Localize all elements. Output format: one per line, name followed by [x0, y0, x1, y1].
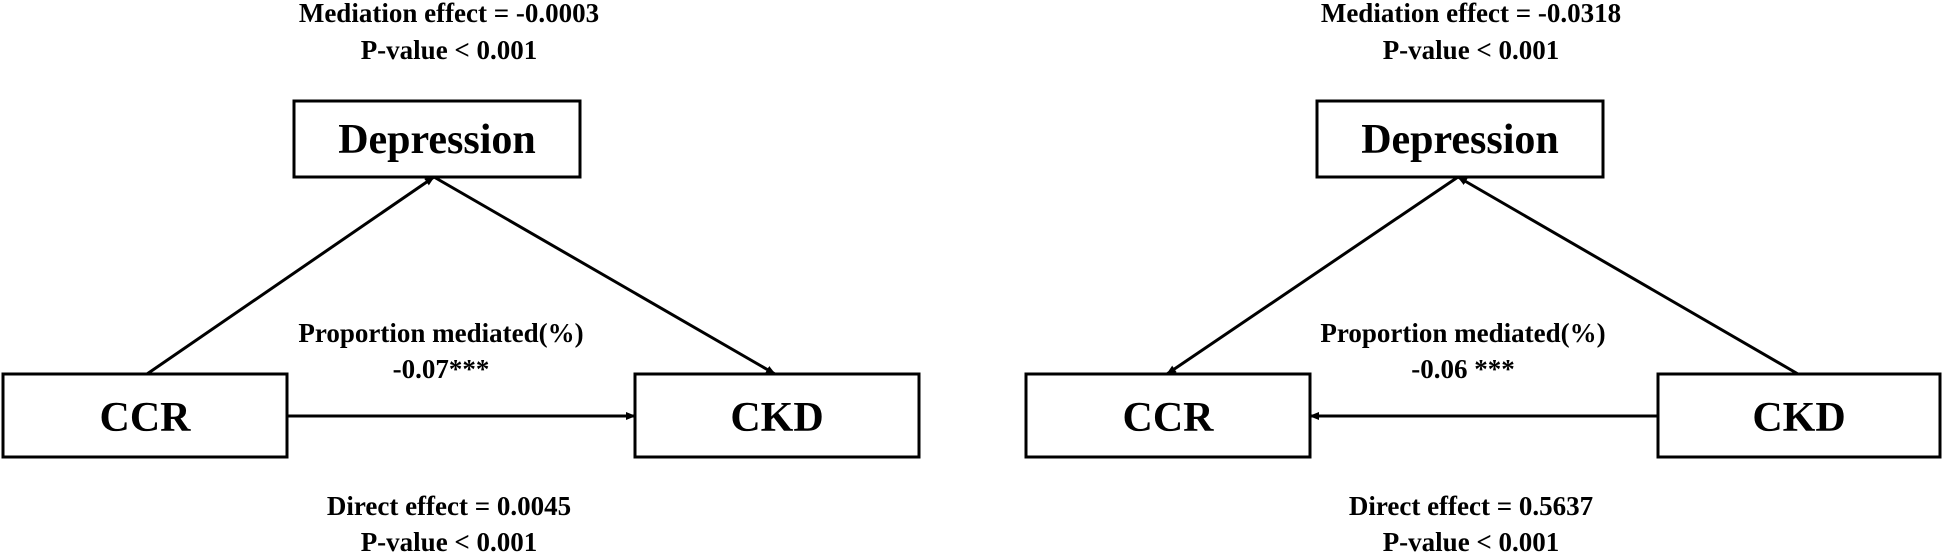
node-ccr: CCR: [1024, 372, 1312, 459]
panel-1: Depression CCR CKD Mediation effect = -0…: [1, 0, 921, 554]
direct-effect-text: Direct effect = 0.5637: [1349, 491, 1593, 521]
mediation-pvalue-text: P-value < 0.001: [361, 35, 538, 65]
node-ckd-label: CKD: [1752, 395, 1845, 441]
proportion-mediated-label: Proportion mediated(%): [1320, 318, 1605, 348]
node-ckd: CKD: [1656, 372, 1942, 459]
direct-pvalue-text: P-value < 0.001: [1383, 527, 1560, 554]
arrow-ccr-to-depression: [146, 175, 435, 376]
node-depression: Depression: [292, 99, 582, 179]
node-ckd-label: CKD: [730, 395, 823, 441]
proportion-mediated-value: -0.06 ***: [1411, 354, 1515, 384]
proportion-mediated-label: Proportion mediated(%): [298, 318, 583, 348]
direct-effect-text: Direct effect = 0.0045: [327, 491, 571, 521]
arrow-ckd-to-depression: [1457, 175, 1799, 376]
node-depression-label: Depression: [338, 117, 536, 163]
node-ccr-label: CCR: [100, 395, 192, 441]
node-ccr: CCR: [1, 372, 289, 459]
node-depression: Depression: [1315, 99, 1605, 179]
node-depression-label: Depression: [1361, 117, 1559, 163]
proportion-mediated-value: -0.07***: [393, 354, 490, 384]
mediation-effect-text: Mediation effect = -0.0003: [299, 0, 599, 28]
mediation-pvalue-text: P-value < 0.001: [1383, 35, 1560, 65]
node-ckd: CKD: [633, 372, 921, 459]
direct-pvalue-text: P-value < 0.001: [361, 527, 538, 554]
mediation-effect-text: Mediation effect = -0.0318: [1321, 0, 1621, 28]
arrow-depression-to-ckd: [433, 175, 776, 376]
node-ccr-label: CCR: [1123, 395, 1215, 441]
arrow-depression-to-ccr: [1166, 175, 1459, 376]
panel-2: Depression CCR CKD Mediation effect = -0…: [1024, 0, 1942, 554]
